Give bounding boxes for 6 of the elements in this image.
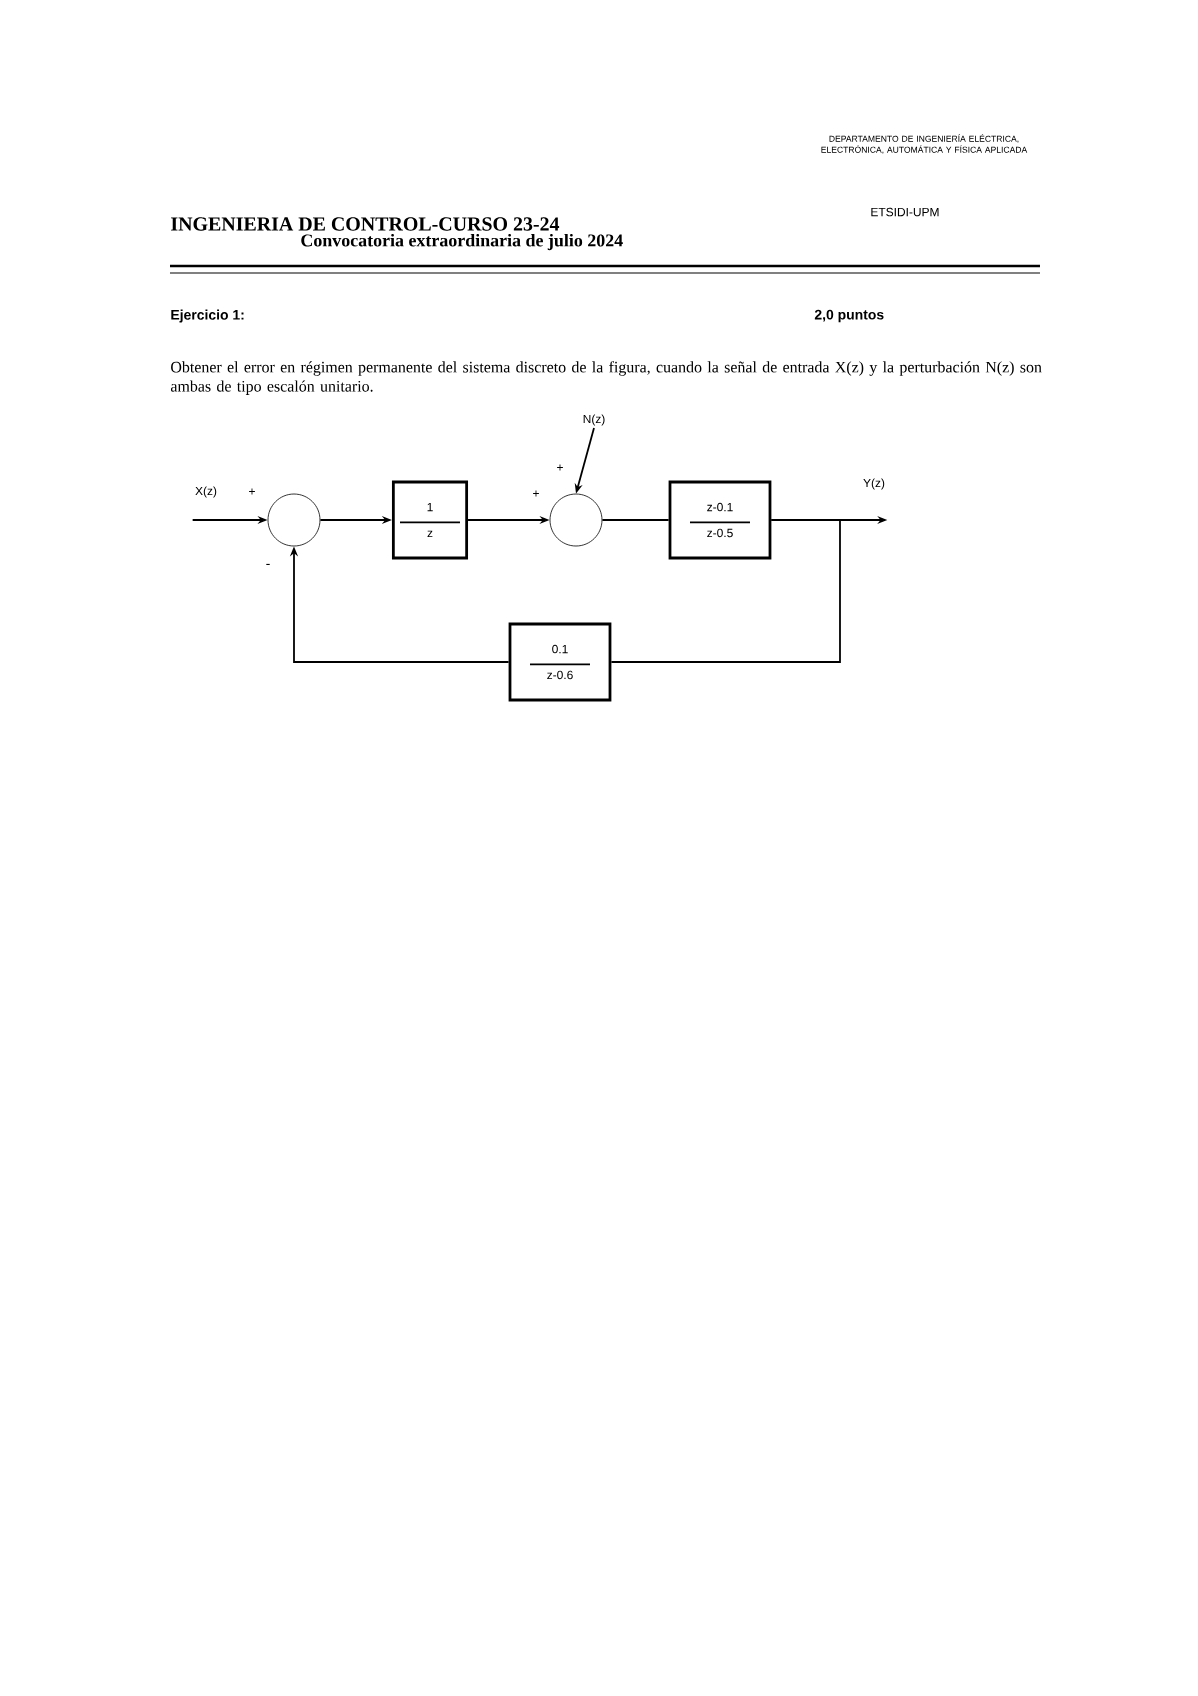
summing-junction — [267, 493, 321, 547]
connector-line — [601, 519, 670, 521]
course-title: INGENIERIA DE CONTROL-CURSO 23-24 — [171, 217, 560, 231]
connector-line — [610, 519, 841, 663]
summing-junction — [549, 493, 603, 547]
exam-subtitle: Convocatoria extraordinaria de julio 2024 — [301, 233, 623, 251]
